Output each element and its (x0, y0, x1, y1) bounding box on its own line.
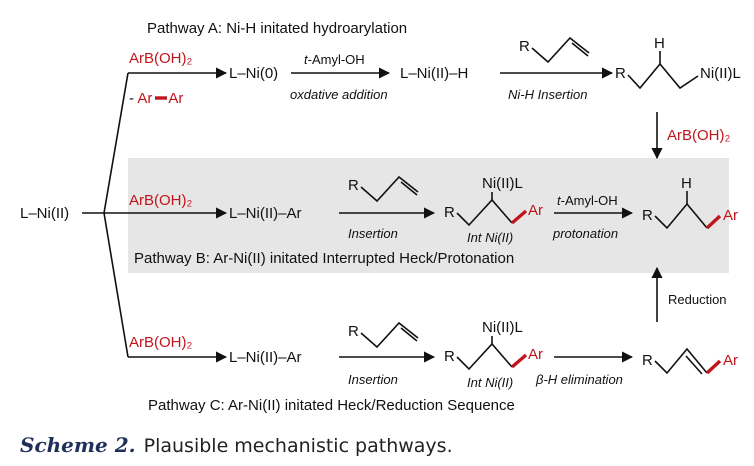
boronic-acid-b: ArB(OH)₂ (129, 192, 192, 209)
svg-text:R: R (615, 65, 626, 82)
pathway-b-title: Pathway B: Ar-Ni(II) initated Interrupte… (134, 250, 514, 267)
t-amyl-oh-a: t-Amyl-OH (304, 52, 365, 67)
svg-text:R: R (519, 38, 530, 55)
nih-complex: L–Ni(II)–H (400, 65, 468, 82)
svg-text:R: R (444, 204, 455, 221)
boronic-acid-vertical: ArB(OH)₂ (667, 127, 730, 144)
svg-text:Ni(II)L: Ni(II)L (700, 65, 741, 82)
label-int-ni-b: Int Ni(II) (467, 230, 513, 245)
svg-text:Ar: Ar (528, 202, 543, 219)
boronic-acid-a: ArB(OH)₂ (129, 50, 192, 67)
label-oxidative-addition: oxdative addition (290, 87, 388, 102)
svg-text:H: H (654, 35, 665, 52)
label-nih-insertion: Ni-H Insertion (508, 87, 587, 102)
pathway-a-title: Pathway A: Ni-H initated hydroarylation (147, 20, 407, 37)
alkene-a: R (519, 36, 590, 64)
svg-text:H: H (681, 175, 692, 192)
label-int-ni-c: Int Ni(II) (467, 375, 513, 390)
int-ni-b: R Ni(II)L Ar (444, 175, 543, 227)
heck-product: R Ar (642, 347, 738, 375)
svg-text:Ni(II)L: Ni(II)L (482, 175, 523, 192)
alkene-b: R (348, 175, 419, 203)
caption: Scheme 2.Plausible mechanistic pathways. (20, 433, 453, 457)
hydroarylation-product: R H Ar (642, 175, 738, 230)
label-insertion-b: Insertion (348, 226, 398, 241)
svg-text:R: R (642, 207, 653, 224)
svg-text:R: R (444, 348, 455, 365)
alkene-c: R (348, 321, 419, 349)
label-reduction: Reduction (668, 292, 727, 307)
svg-text:R: R (348, 323, 359, 340)
svg-text:Ar: Ar (723, 352, 738, 369)
t-amyl-oh-b: t-Amyl-OH (557, 193, 618, 208)
arni-complex-b: L–Ni(II)–Ar (229, 205, 302, 222)
svg-text:R: R (642, 352, 653, 369)
svg-text:Ar: Ar (528, 346, 543, 363)
svg-text:R: R (348, 177, 359, 194)
pathway-c-title: Pathway C: Ar-Ni(II) initated Heck/Reduc… (148, 397, 515, 414)
svg-text:Ar: Ar (723, 207, 738, 224)
arni-complex-c: L–Ni(II)–Ar (229, 349, 302, 366)
label-beta-elimination: β-H elimination (535, 372, 623, 387)
svg-text:Ni(II)L: Ni(II)L (482, 319, 523, 336)
branch-lines (82, 67, 228, 363)
boronic-acid-c: ArB(OH)₂ (129, 334, 192, 351)
label-insertion-c: Insertion (348, 372, 398, 387)
start-catalyst: L–Ni(II) (20, 205, 69, 222)
label-protonation: protonation (552, 226, 618, 241)
int-ni-c: R Ni(II)L Ar (444, 319, 543, 371)
ni0-complex: L–Ni(0) (229, 65, 278, 82)
alkyl-ni-product: R H Ni(II)L (615, 35, 741, 90)
